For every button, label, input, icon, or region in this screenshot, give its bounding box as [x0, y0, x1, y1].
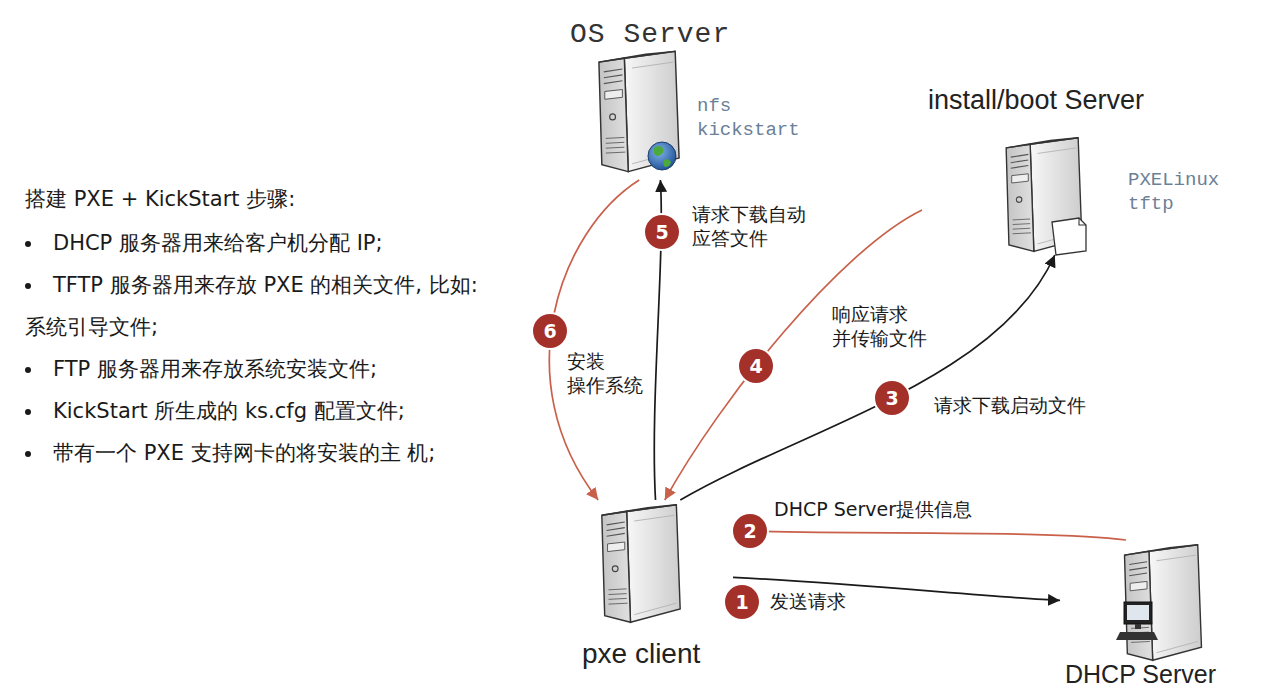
os-server: OS Server nfs kickstart: [565, 15, 830, 180]
list-item: FTP 服务器用来存放系统安装文件;: [25, 348, 487, 390]
list-item: 带有一个 PXE 支持网卡的将安装的主 机;: [25, 432, 487, 474]
dhcp-server: DHCP Server: [1060, 540, 1260, 691]
server-title: install/boot Server: [928, 85, 1144, 116]
callout-number: 1: [725, 585, 759, 619]
edge-label: 请求下载启动文件: [932, 394, 1088, 418]
edge-label: 响应请求 并传输文件: [830, 303, 929, 351]
connector-arrow: [733, 531, 1126, 540]
edge-label: 发送请求: [768, 590, 848, 614]
list-item: DHCP 服务器用来给客户机分配 IP;: [25, 222, 487, 264]
service-note: PXELinux tftp: [1128, 169, 1250, 217]
list-item: TFTP 服务器用来存放 PXE 的相关文件, 比如: 系统引导文件;: [25, 264, 487, 348]
callout-number: 3: [875, 381, 909, 415]
server-title: DHCP Server: [1065, 660, 1216, 689]
list-heading: 搭建 PXE + KickStart 步骤:: [25, 186, 295, 213]
connector-arrow: [680, 255, 1055, 500]
boot-server: install/boot ServerPXELinux tftp: [922, 85, 1254, 255]
callout-number: 4: [739, 349, 773, 383]
service-note: nfs kickstart: [697, 95, 819, 143]
edge-label: DHCP Server提供信息: [772, 498, 974, 522]
list-item: KickStart 所生成的 ks.cfg 配置文件;: [25, 390, 487, 432]
step-list: DHCP 服务器用来给客户机分配 IP;TFTP 服务器用来存放 PXE 的相关…: [25, 222, 487, 474]
edge-label: 安装 操作系统: [565, 350, 645, 398]
connector-arrow: [665, 210, 922, 500]
client-title: pxe client: [582, 638, 700, 670]
edge-label: 请求下载自动 应答文件: [690, 203, 808, 251]
callout-number: 6: [533, 314, 567, 348]
server-title: OS Server: [570, 19, 730, 51]
callout-number: 5: [645, 215, 679, 249]
pxe-client: pxe client: [578, 500, 733, 680]
callout-number: 2: [733, 514, 767, 548]
